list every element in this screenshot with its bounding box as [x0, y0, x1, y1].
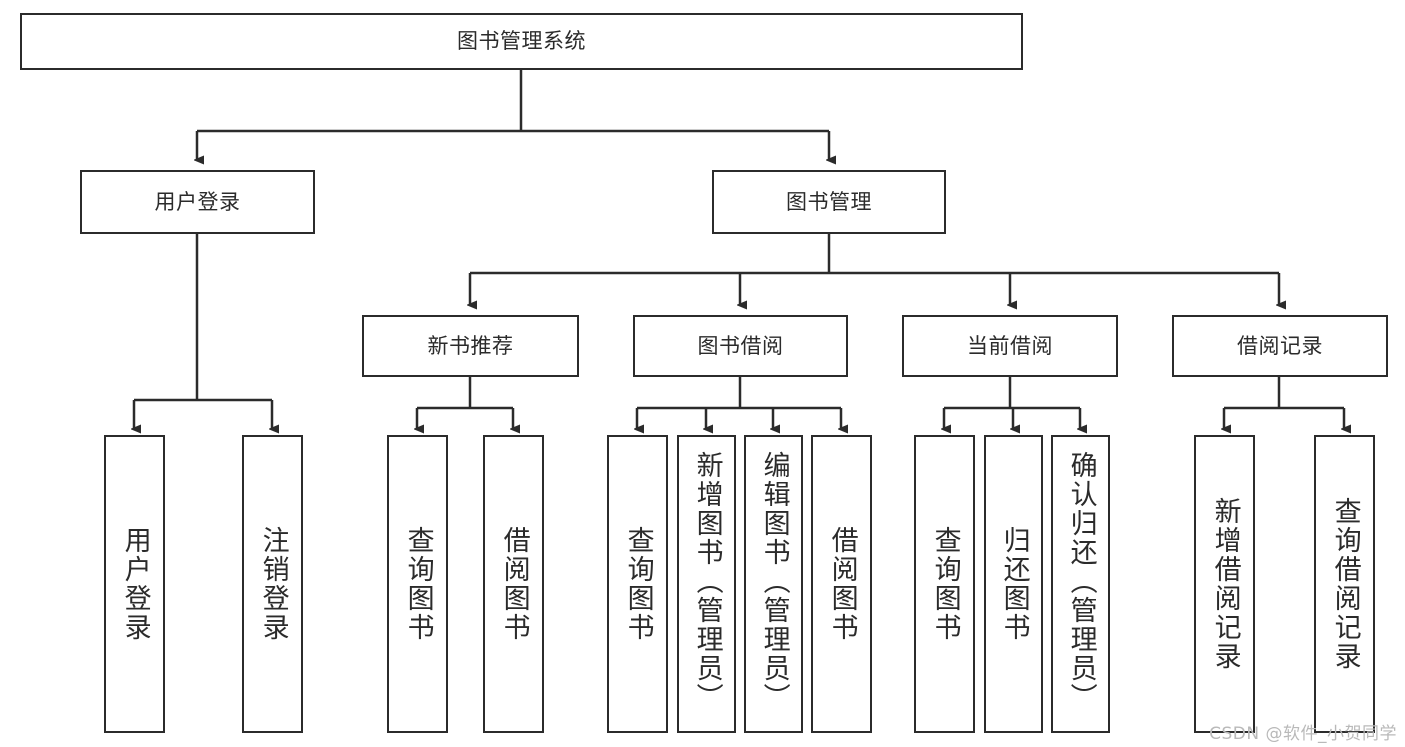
leaf-record-add-borrow-record[interactable]: 新增借阅记录 — [1194, 435, 1255, 733]
node-label: 借阅图书 — [498, 526, 530, 642]
node-label: 用户登录 — [119, 526, 151, 642]
leaf-record-query-borrow-record[interactable]: 查询借阅记录 — [1314, 435, 1375, 733]
node-label: 查询图书 — [929, 526, 961, 642]
node-current-borrow[interactable]: 当前借阅 — [902, 315, 1118, 377]
node-label: 借阅记录 — [1237, 333, 1323, 358]
node-label: 编辑图书（管理员） — [758, 451, 790, 712]
node-label: 图书借阅 — [697, 333, 784, 358]
leaf-recommend-borrow-book[interactable]: 借阅图书 — [483, 435, 544, 733]
leaf-borrow-query-book[interactable]: 查询图书 — [607, 435, 668, 733]
node-label: 查询图书 — [622, 526, 654, 642]
node-book-borrow[interactable]: 图书借阅 — [633, 315, 848, 377]
leaf-recommend-query-book[interactable]: 查询图书 — [387, 435, 448, 733]
leaf-borrow-edit-book-admin[interactable]: 编辑图书（管理员） — [744, 435, 803, 733]
node-label: 图书管理系统 — [457, 29, 586, 54]
leaf-current-confirm-return-admin[interactable]: 确认归还（管理员） — [1051, 435, 1110, 733]
node-label: 新书推荐 — [427, 333, 514, 358]
node-user-login[interactable]: 用户登录 — [80, 170, 315, 234]
node-label: 注销登录 — [257, 526, 289, 642]
node-label: 归还图书 — [998, 526, 1030, 642]
node-new-book-recommend[interactable]: 新书推荐 — [362, 315, 579, 377]
leaf-current-return-book[interactable]: 归还图书 — [984, 435, 1043, 733]
node-borrow-record[interactable]: 借阅记录 — [1172, 315, 1388, 377]
node-label: 新增图书（管理员） — [691, 451, 723, 712]
node-label: 新增借阅记录 — [1209, 497, 1241, 671]
node-label: 借阅图书 — [826, 526, 858, 642]
node-label: 用户登录 — [154, 189, 241, 214]
leaf-borrow-add-book-admin[interactable]: 新增图书（管理员） — [677, 435, 736, 733]
leaf-current-query-book[interactable]: 查询图书 — [914, 435, 975, 733]
node-label: 查询借阅记录 — [1329, 497, 1361, 671]
node-root-book-management-system[interactable]: 图书管理系统 — [20, 13, 1023, 70]
leaf-user-login[interactable]: 用户登录 — [104, 435, 165, 733]
node-label: 确认归还（管理员） — [1065, 451, 1097, 712]
watermark: CSDN @软件_小贺同学 — [1209, 724, 1397, 744]
leaf-borrow-borrow-book[interactable]: 借阅图书 — [811, 435, 872, 733]
node-label: 查询图书 — [402, 526, 434, 642]
node-label: 图书管理 — [786, 189, 872, 214]
node-label: 当前借阅 — [967, 333, 1053, 358]
leaf-user-logout[interactable]: 注销登录 — [242, 435, 303, 733]
node-book-management[interactable]: 图书管理 — [712, 170, 946, 234]
